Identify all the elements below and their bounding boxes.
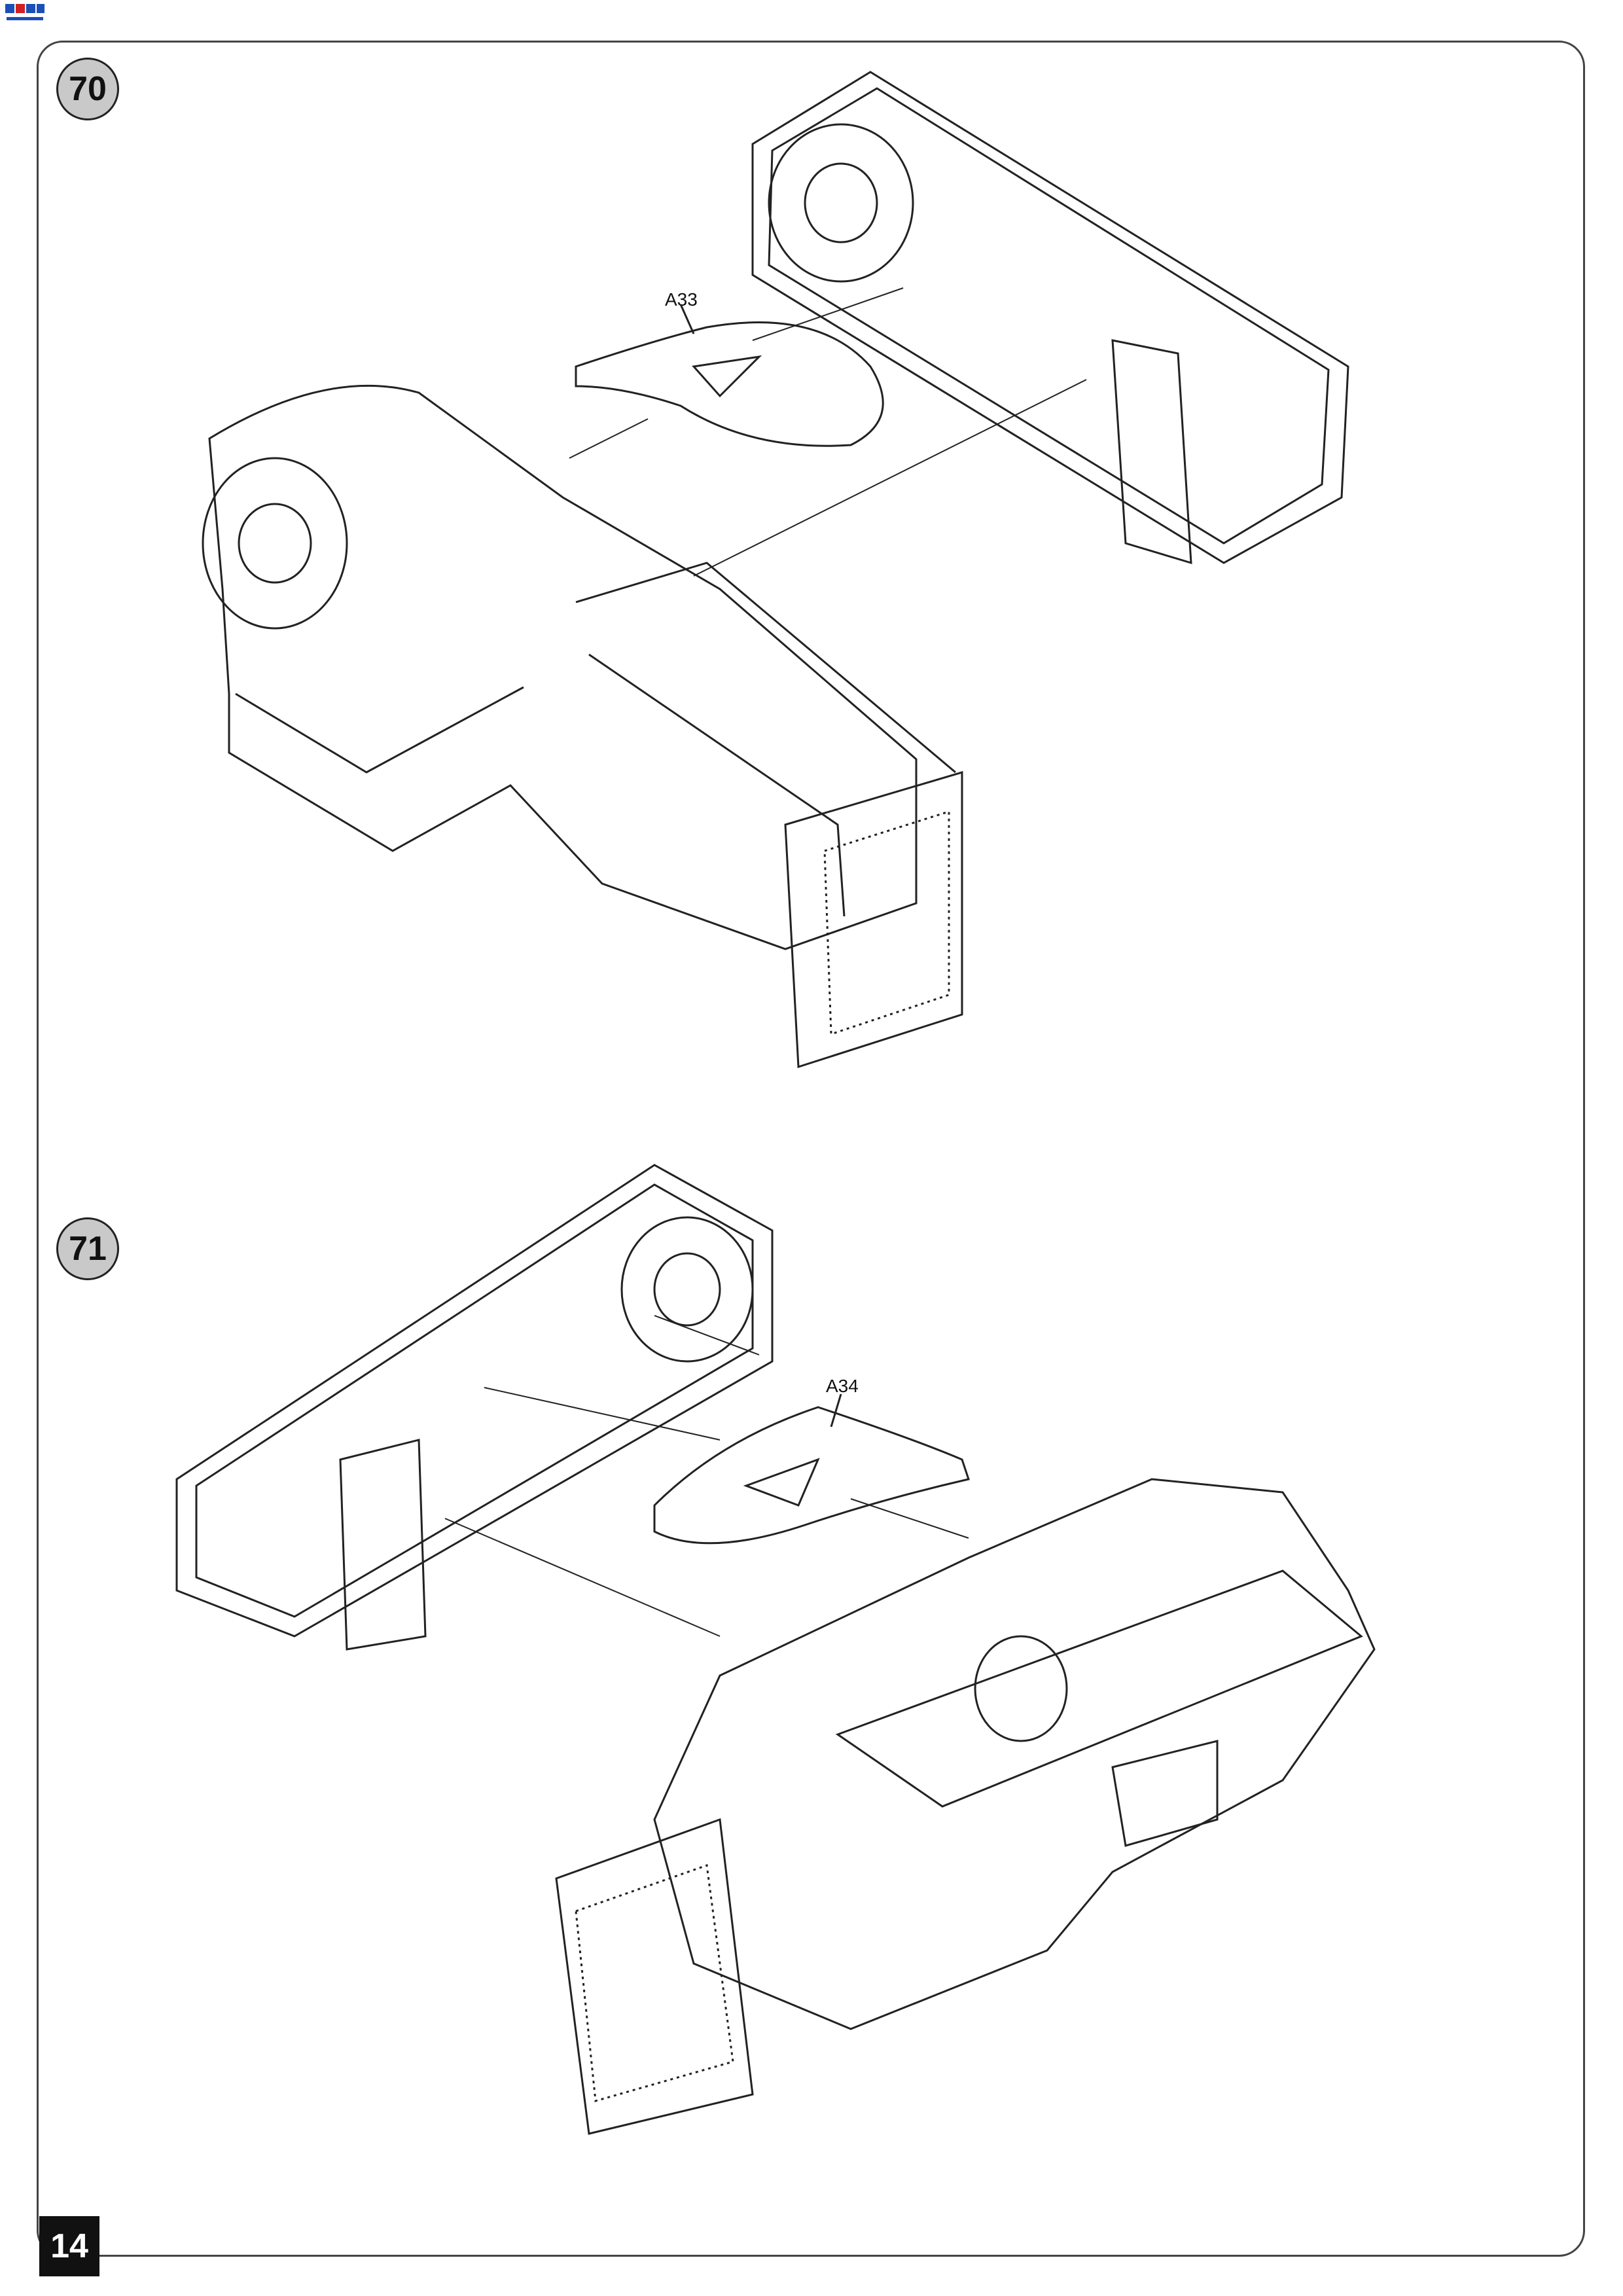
step-number-badge: 70 xyxy=(56,58,119,120)
drive-sprocket xyxy=(202,457,348,630)
page-number: 14 xyxy=(39,2216,99,2276)
idler-wheel xyxy=(620,1216,754,1363)
chassis-body xyxy=(653,1478,1376,2030)
page-frame xyxy=(37,41,1585,2257)
idler-wheel xyxy=(768,123,914,283)
part-a34 xyxy=(653,1393,970,1545)
drive-sprocket xyxy=(974,1635,1068,1742)
part-a33 xyxy=(575,304,884,447)
step-number-badge: 71 xyxy=(56,1217,119,1280)
radiator-grille xyxy=(555,1818,754,2135)
part-callout-label: A34 xyxy=(826,1376,859,1396)
track-assembly xyxy=(751,71,1349,565)
chassis-body xyxy=(202,384,956,950)
publisher-logo xyxy=(4,3,46,22)
track-assembly xyxy=(175,1164,774,1651)
radiator-grille xyxy=(784,770,963,1069)
